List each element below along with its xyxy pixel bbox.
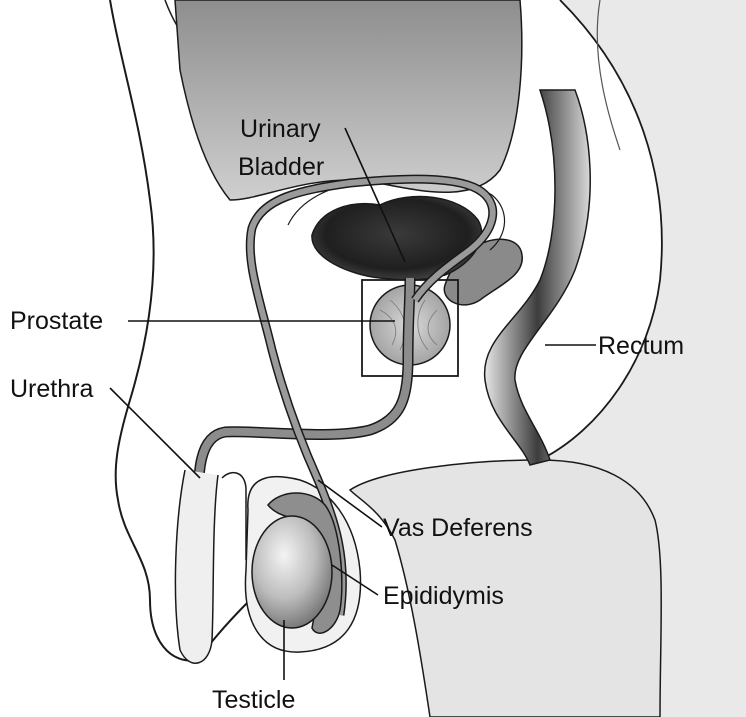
- label-urinary-line2: Bladder: [238, 153, 324, 181]
- label-urethra: Urethra: [10, 375, 93, 403]
- abdominal-cavity: [175, 0, 522, 200]
- label-testicle: Testicle: [212, 686, 295, 714]
- label-vas-deferens: Vas Deferens: [383, 514, 533, 542]
- penis: [175, 470, 246, 663]
- urinary-bladder: [312, 197, 482, 280]
- label-urinary-line1: Urinary: [240, 115, 321, 143]
- testicle: [252, 516, 332, 628]
- label-rectum: Rectum: [598, 332, 684, 360]
- label-prostate: Prostate: [10, 307, 103, 335]
- label-epididymis: Epididymis: [383, 582, 504, 610]
